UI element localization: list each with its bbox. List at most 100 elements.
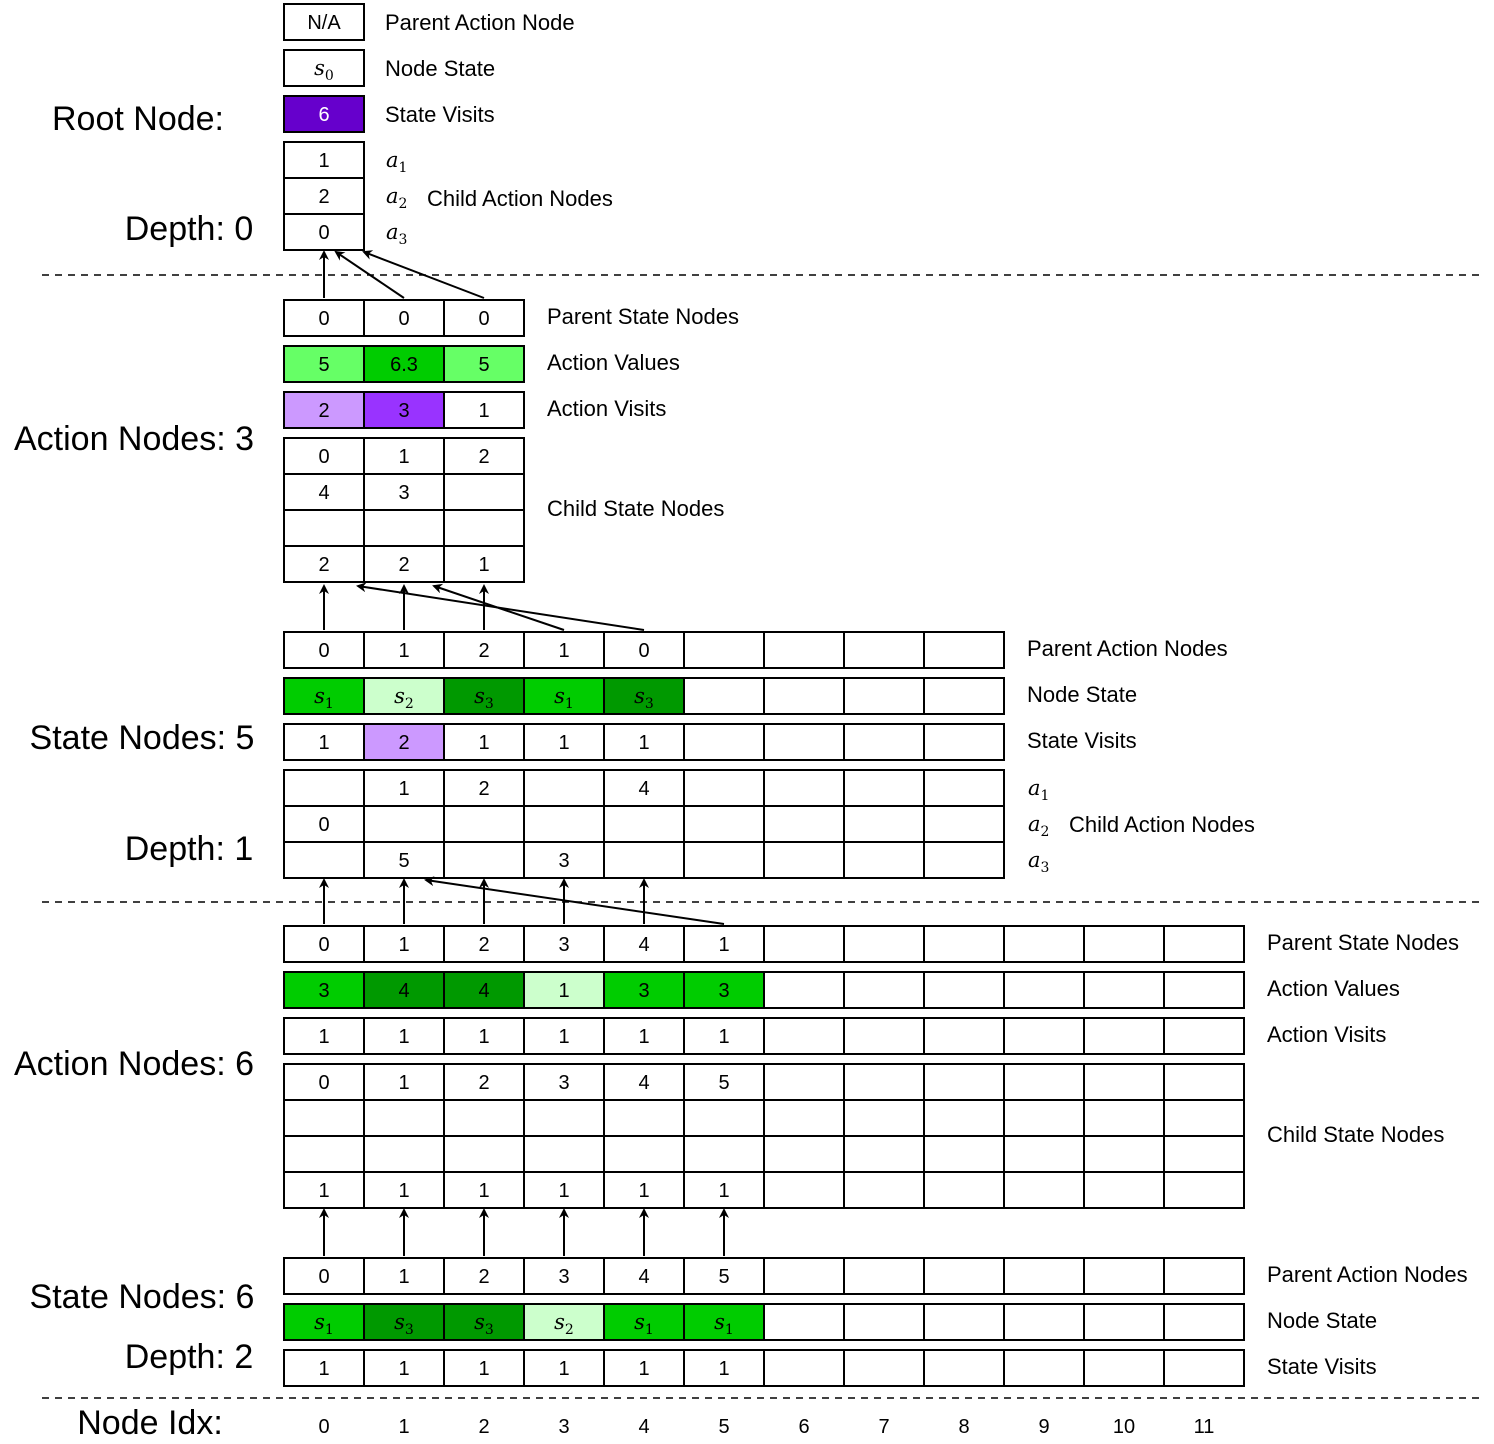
action-visit-cell: [923, 1017, 1005, 1055]
parent-action-cell: [683, 631, 765, 669]
state-symbol: s1: [634, 1310, 654, 1338]
node-state-cell: [923, 1303, 1005, 1341]
row-label: Action Visits: [1267, 1022, 1386, 1047]
cell-value: 2: [478, 934, 489, 956]
cell-value: 1: [398, 1072, 409, 1094]
child-state-cell: [1163, 1063, 1245, 1101]
cell-value: 0: [318, 934, 329, 956]
cell-value: 3: [558, 850, 569, 872]
child-state-cell: [443, 1171, 525, 1209]
child-action-cell: [603, 841, 685, 879]
child-state-cell: [1003, 1171, 1085, 1209]
child-state-cell: [1003, 1063, 1085, 1101]
node-idx-label: 5: [718, 1416, 729, 1438]
cell-value: 5: [478, 354, 489, 376]
child-action-cell: [523, 805, 605, 843]
child-state-cell: [523, 1135, 605, 1173]
action-symbol: a2: [386, 184, 407, 212]
action-visit-cell: [283, 391, 365, 429]
state-symbol: s3: [474, 1310, 494, 1338]
action-value-cell: [603, 971, 685, 1009]
node-idx-label: 8: [958, 1416, 969, 1438]
child-state-cell: [443, 545, 525, 583]
action-visit-cell: [843, 1017, 925, 1055]
child-state-cell: [683, 1135, 765, 1173]
node-state-cell: [1083, 1303, 1165, 1341]
cell-value: 5: [318, 354, 329, 376]
child-action-cell: [843, 841, 925, 879]
state-visit-cell: [763, 723, 845, 761]
cell-value: 2: [478, 446, 489, 468]
child-state-cell: [603, 1063, 685, 1101]
state-symbol: s3: [634, 684, 654, 712]
state-visit-cell: [843, 1349, 925, 1387]
state-visit-cell: [363, 1349, 445, 1387]
action-value-cell: [763, 971, 845, 1009]
child-state-cell: [523, 1099, 605, 1137]
parent-action-cell: [843, 631, 925, 669]
cell-value: 1: [478, 732, 489, 754]
action-value-cell: [363, 971, 445, 1009]
action-symbol: a1: [386, 148, 407, 176]
parent-action-cell: [1003, 1257, 1085, 1295]
parent-action-cell: [283, 631, 365, 669]
child-state-cell: [283, 1099, 365, 1137]
child-action-cell: [923, 769, 1005, 807]
child-action-cell: [363, 805, 445, 843]
state-nodes-2-title: State Nodes: 6: [30, 1278, 255, 1316]
action-value-cell: [923, 971, 1005, 1009]
cell-value: 3: [638, 980, 649, 1002]
cell-value: 1: [638, 1026, 649, 1048]
cell-value: 0: [398, 308, 409, 330]
action-nodes-1-title: Action Nodes: 3: [14, 420, 254, 458]
action-value-cell: [683, 971, 765, 1009]
child-action-cell: [363, 841, 445, 879]
row-label: Node State: [1267, 1308, 1377, 1333]
node-state-cell: [363, 1303, 445, 1341]
node-state-cell: [843, 677, 925, 715]
state-visit-cell: [1083, 1349, 1165, 1387]
child-state-cell: [363, 1099, 445, 1137]
action-value-cell: [1003, 971, 1085, 1009]
child-state-cell: [603, 1135, 685, 1173]
parent-arrow: [424, 876, 725, 925]
state-visit-cell: [523, 723, 605, 761]
depth-2-label: Depth: 2: [125, 1338, 254, 1376]
child-state-cell: [443, 509, 525, 547]
child-state-cell: [523, 1063, 605, 1101]
cell-value: 0: [318, 1072, 329, 1094]
cell-value: 3: [398, 400, 409, 422]
node-state-cell: [603, 1303, 685, 1341]
root-state-cell: [283, 49, 365, 87]
parent-action-cell: [1083, 1257, 1165, 1295]
cell-value: 4: [638, 1072, 649, 1094]
action-symbol: a1: [1028, 776, 1049, 804]
row-label: Parent Action Node: [385, 10, 575, 35]
action-value-cell: [1083, 971, 1165, 1009]
child-action-cell: [283, 841, 365, 879]
cell-value: 0: [318, 1266, 329, 1288]
cell-value: 1: [558, 640, 569, 662]
parent-action-cell: [923, 631, 1005, 669]
cell-value: 0: [638, 640, 649, 662]
node-idx-label: 0: [318, 1416, 329, 1438]
state-visit-cell: [763, 1349, 845, 1387]
node-state-cell: [283, 1303, 365, 1341]
action-visit-cell: [683, 1017, 765, 1055]
action-visit-cell: [603, 1017, 685, 1055]
node-state-cell: [523, 1303, 605, 1341]
parent-state-cell: [603, 925, 685, 963]
child-state-cell: [443, 1135, 525, 1173]
action-value-cell: [1163, 971, 1245, 1009]
node-state-cell: [683, 677, 765, 715]
cell-value: 0: [318, 222, 329, 244]
child-state-cell: [763, 1099, 845, 1137]
child-state-cell: [283, 1135, 365, 1173]
cell-value: 3: [558, 1072, 569, 1094]
child-state-cell: [283, 509, 365, 547]
cell-value: 5: [718, 1072, 729, 1094]
node-idx-label: 2: [478, 1416, 489, 1438]
parent-state-cell: [283, 925, 365, 963]
action-visit-cell: [763, 1017, 845, 1055]
